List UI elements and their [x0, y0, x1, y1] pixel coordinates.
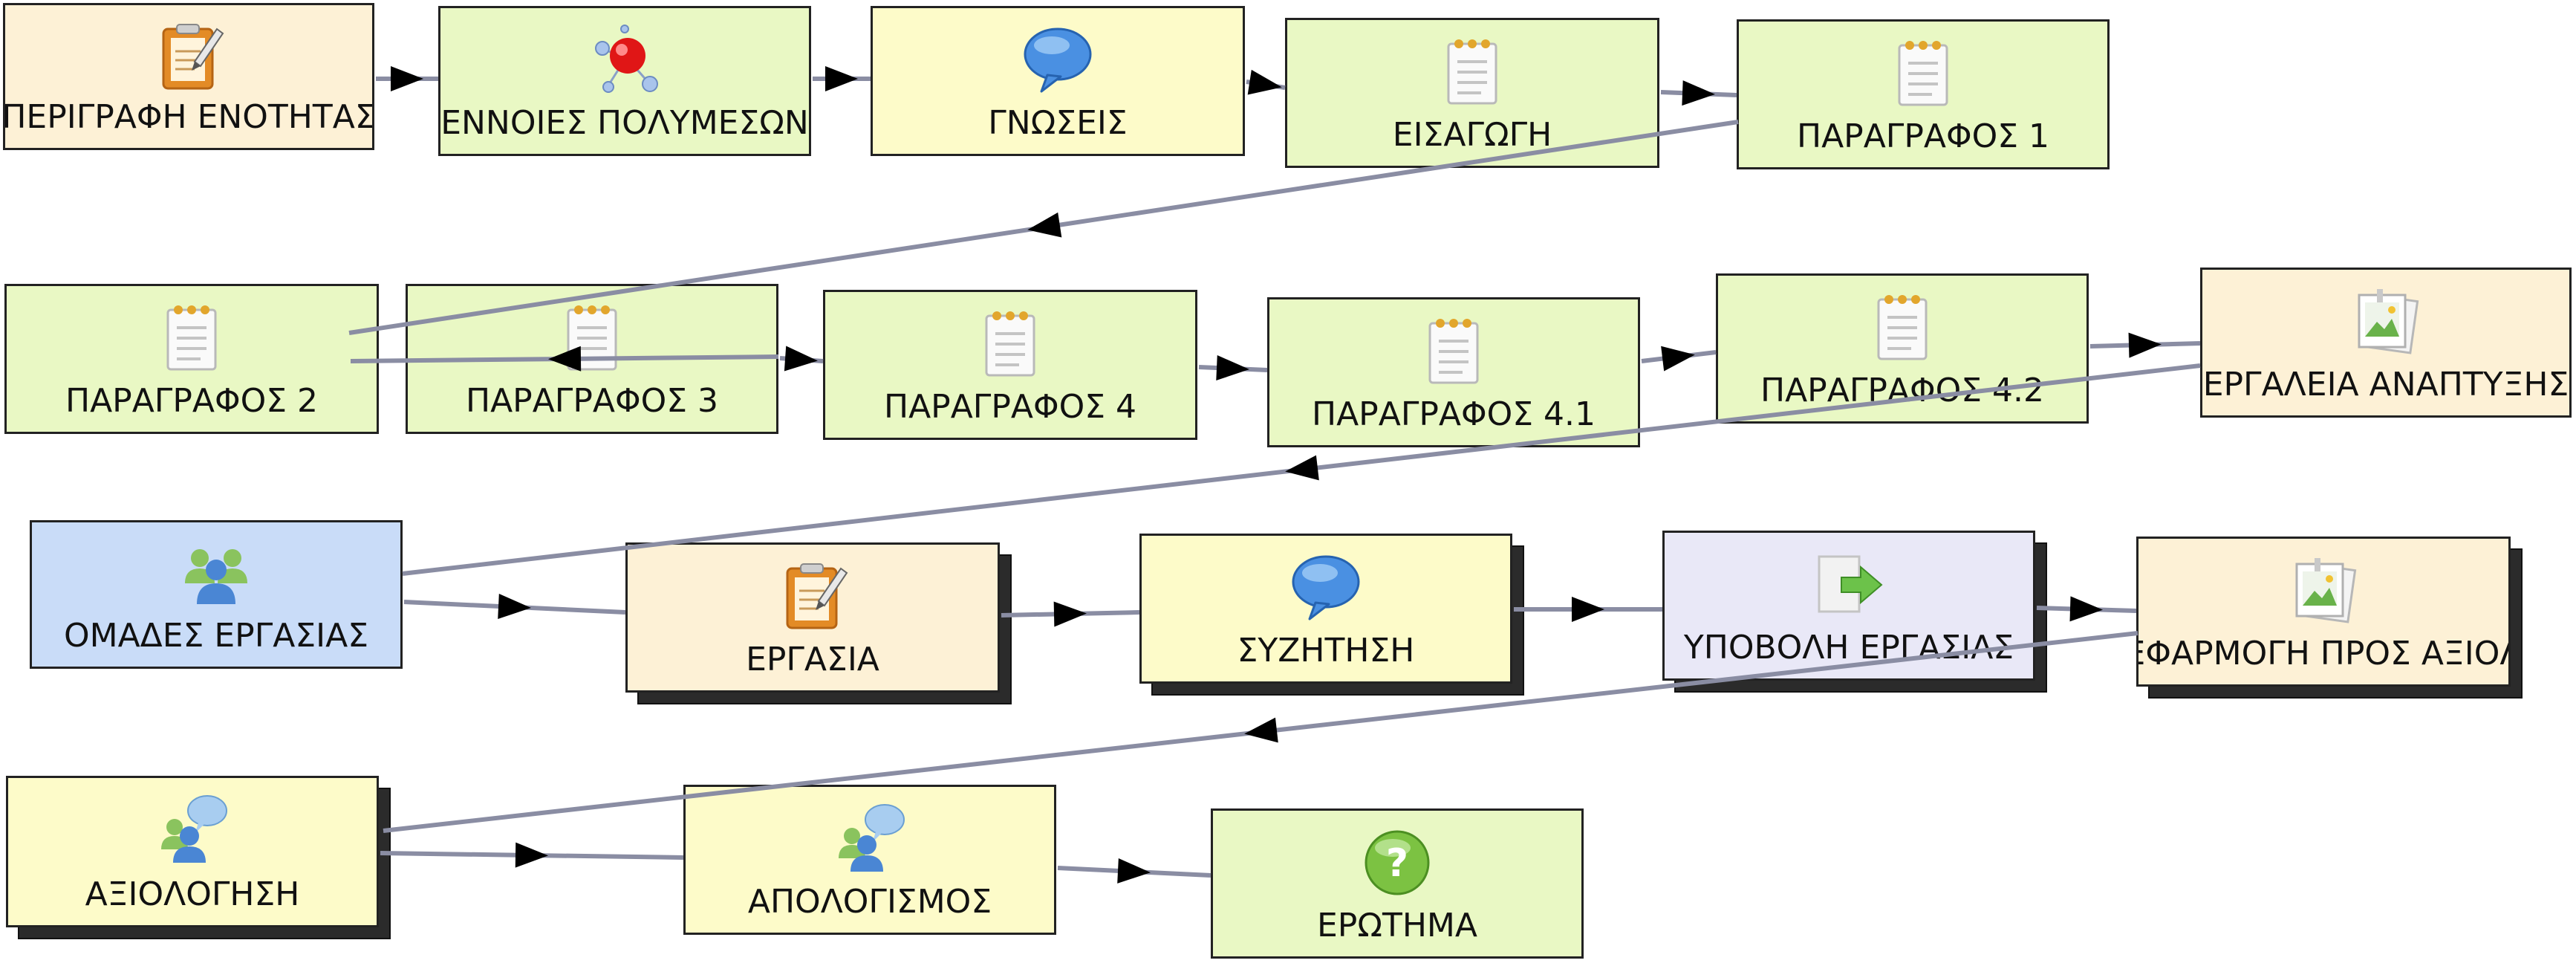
notepad-icon — [1435, 33, 1509, 108]
arrow-head-icon — [1661, 346, 1695, 372]
arrow-head-icon — [1027, 212, 1062, 238]
arrow-head-icon — [1285, 455, 1319, 481]
activity-node-n11[interactable]: ΕΡΓΑΛΕΙΑ ΑΝΑΠΤΥΞΗΣ — [2200, 268, 2572, 418]
node-label: ΠΑΡΑΓΡΑΦΟΣ 4 — [883, 388, 1136, 426]
activity-node-n17[interactable]: ΑΞΙΟΛΟΓΗΣΗ — [6, 776, 379, 927]
arrow-head-icon — [1244, 717, 1278, 743]
node-label: ΕΡΓΑΣΙΑ — [746, 641, 879, 678]
activity-node-n16[interactable]: ΕΦΑΡΜΟΓΗ ΠΡΟΣ ΑΞΙΟΛ — [2136, 537, 2511, 687]
activity-node-n6[interactable]: ΠΑΡΑΓΡΑΦΟΣ 2 — [4, 284, 379, 434]
molecule-icon — [588, 22, 662, 96]
node-label: ΠΕΡΙΓΡΑΦΗ ΕΝΟΤΗΤΑΣ — [3, 98, 374, 136]
arrow-head-icon — [1682, 80, 1715, 106]
speech-bubble-icon — [1289, 549, 1363, 623]
node-label: ΕΡΓΑΛΕΙΑ ΑΝΑΠΤΥΞΗΣ — [2202, 366, 2569, 404]
arrow-head-icon — [784, 346, 818, 372]
activity-node-n18[interactable]: ΑΠΟΛΟΓΙΣΜΟΣ — [683, 785, 1056, 935]
arrow-head-icon — [1216, 355, 1249, 381]
node-label: ΠΑΡΑΓΡΑΦΟΣ 1 — [1796, 117, 2049, 155]
notepad-icon — [1886, 35, 1960, 109]
submit-arrow-icon — [1812, 546, 1886, 620]
image-stack-icon — [2286, 552, 2361, 626]
notepad-pencil-icon — [152, 19, 226, 93]
node-label: ΕΙΣΑΓΩΓΗ — [1392, 116, 1552, 154]
arrow-head-icon — [1247, 69, 1282, 95]
node-label: ΑΞΙΟΛΟΓΗΣΗ — [85, 875, 300, 913]
question-icon: ? — [1360, 824, 1434, 898]
node-label: ΟΜΑΔΕΣ ΕΡΓΑΣΙΑΣ — [63, 617, 368, 655]
node-label: ΠΑΡΑΓΡΑΦΟΣ 3 — [465, 382, 718, 420]
speech-bubble-icon — [1021, 22, 1095, 96]
notepad-icon — [1865, 289, 1939, 363]
notepad-icon — [1417, 313, 1491, 387]
node-label: ΣΥΖΗΤΗΣΗ — [1237, 632, 1415, 670]
activity-node-n10[interactable]: ΠΑΡΑΓΡΑΦΟΣ 4.2 — [1716, 273, 2089, 424]
activity-node-n13[interactable]: ΕΡΓΑΣΙΑ — [625, 542, 1000, 693]
node-label: ΠΑΡΑΓΡΑΦΟΣ 4.1 — [1312, 395, 1596, 433]
arrow-head-icon — [1117, 858, 1151, 884]
arrow-head-icon — [2128, 332, 2162, 358]
activity-node-n8[interactable]: ΠΑΡΑΓΡΑΦΟΣ 4 — [823, 290, 1197, 440]
node-label: ΠΑΡΑΓΡΑΦΟΣ 2 — [65, 382, 318, 420]
arrow-head-icon — [1572, 597, 1604, 622]
activity-node-n1[interactable]: ΠΕΡΙΓΡΑΦΗ ΕΝΟΤΗΤΑΣ — [3, 3, 374, 150]
activity-node-n15[interactable]: ΥΠΟΒΟΛΗ ΕΡΓΑΣΙΑΣ — [1662, 531, 2035, 681]
notepad-icon — [973, 305, 1047, 380]
arrow-head-icon — [548, 346, 582, 372]
image-stack-icon — [2349, 283, 2423, 357]
node-label: ΕΝΝΟΙΕΣ ΠΟΛΥΜΕΣΩΝ — [440, 104, 809, 142]
arrow-head-icon — [498, 593, 531, 619]
arrow-head-icon — [515, 842, 548, 868]
chat-people-icon — [155, 791, 230, 866]
node-label: ΓΝΩΣΕΙΣ — [988, 104, 1128, 142]
node-label: ΕΡΩΤΗΜΑ — [1317, 907, 1477, 944]
arrow-head-icon — [2069, 596, 2103, 622]
arrow-head-icon — [825, 66, 858, 91]
activity-node-n5[interactable]: ΠΑΡΑΓΡΑΦΟΣ 1 — [1737, 19, 2110, 169]
notepad-pencil-icon — [775, 558, 850, 632]
svg-text:?: ? — [1386, 841, 1408, 886]
arrow-head-icon — [391, 66, 423, 91]
activity-node-n2[interactable]: ΕΝΝΟΙΕΣ ΠΟΛΥΜΕΣΩΝ — [438, 6, 811, 156]
notepad-icon — [155, 299, 229, 374]
activity-node-n14[interactable]: ΣΥΖΗΤΗΣΗ — [1139, 534, 1512, 684]
node-label: ΑΠΟΛΟΓΙΣΜΟΣ — [747, 883, 992, 921]
node-label: ΥΠΟΒΟΛΗ ΕΡΓΑΣΙΑΣ — [1683, 629, 2014, 667]
activity-node-n9[interactable]: ΠΑΡΑΓΡΑΦΟΣ 4.1 — [1267, 297, 1640, 447]
chat-people-icon — [833, 800, 907, 875]
arrow-head-icon — [1053, 601, 1087, 627]
activity-node-n3[interactable]: ΓΝΩΣΕΙΣ — [871, 6, 1245, 156]
activity-node-n19[interactable]: ? ΕΡΩΤΗΜΑ — [1211, 808, 1584, 959]
activity-node-n12[interactable]: ΟΜΑΔΕΣ ΕΡΓΑΣΙΑΣ — [30, 520, 403, 669]
node-label: ΕΦΑΡΜΟΓΗ ΠΡΟΣ ΑΞΙΟΛ — [2136, 635, 2511, 673]
group-icon — [179, 536, 253, 610]
